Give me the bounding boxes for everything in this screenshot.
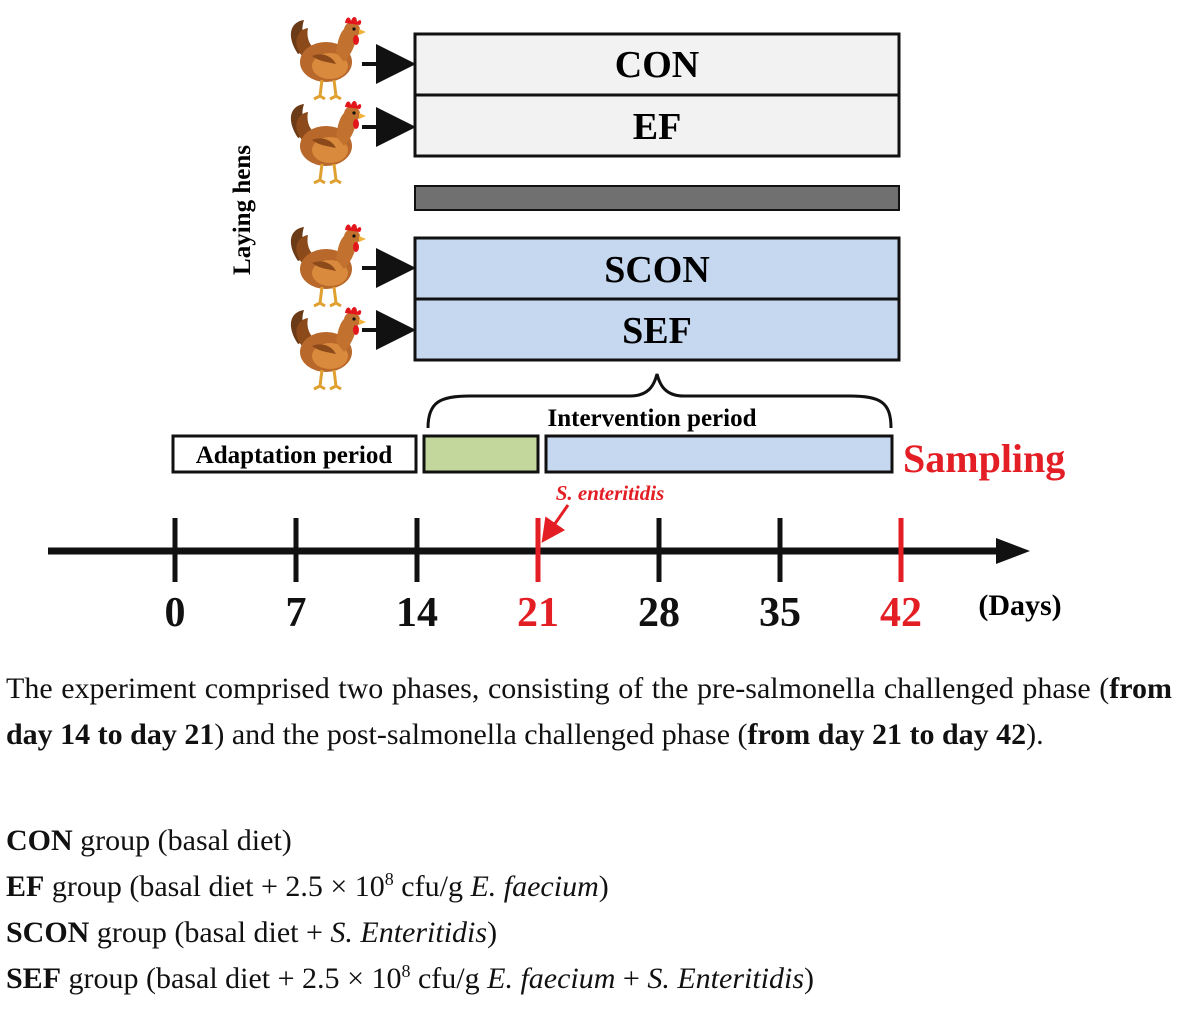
group-label-sef: SEF [622,310,692,352]
legend-scon: SCON group (basal diet + S. Enteritidis) [6,916,498,949]
legend-con: CON group (basal diet) [6,824,292,857]
intervention-period-label: Intervention period [547,405,756,432]
challenge-label: S. enteritidis [556,481,665,505]
hen-icon [289,222,368,308]
caption: The experiment comprised two phases, con… [6,666,1172,758]
hen-sef [289,305,368,391]
pre-challenge-bar [422,434,540,474]
post-challenge-bar [544,434,894,474]
hen-icon [289,15,368,101]
hen-icon [289,305,368,391]
adaptation-period-box [171,434,418,474]
timeline-tick-label-42: 42 [880,590,922,636]
hen-scon [289,222,368,308]
timeline-tick-label-14: 14 [396,590,438,636]
legend-ef: EF group (basal diet + 2.5 × 108 cfu/g E… [6,869,609,903]
brace-icon [426,373,893,429]
sampling-label: Sampling [903,436,1065,481]
group-box-scon [413,236,901,301]
hen-ef [289,99,368,185]
group-box-con [413,32,901,97]
experiment-diagram: Laying hens CON EF SCON SEF Intervention… [48,15,1065,636]
challenge-arrow-icon [541,504,570,543]
adaptation-period-label: Adaptation period [196,442,393,469]
timeline-ticks: 0 7 14 21 28 35 42 [165,518,922,636]
group-label-ef: EF [633,106,682,148]
group-box-sef [413,297,901,362]
timeline-tick-label-21: 21 [517,590,559,636]
laying-hens-label: Laying hens [229,145,256,275]
days-unit-label: (Days) [978,589,1061,622]
separator-bar [414,185,900,211]
group-box-ef [413,93,901,158]
timeline-tick-label-7: 7 [286,590,307,636]
timeline-arrow-icon [996,538,1030,564]
legend-sef: SEF group (basal diet + 2.5 × 108 cfu/g … [6,961,815,995]
group-label-con: CON [615,44,699,86]
hen-con [289,15,368,101]
timeline-tick-label-28: 28 [638,590,680,636]
caption-paragraph: The experiment comprised two phases, con… [6,672,1172,751]
hen-icon [289,99,368,185]
timeline-tick-label-0: 0 [165,590,186,636]
group-label-scon: SCON [604,249,710,291]
group-legend: CON group (basal diet) EF group (basal d… [6,818,1172,1002]
timeline-tick-label-35: 35 [759,590,801,636]
